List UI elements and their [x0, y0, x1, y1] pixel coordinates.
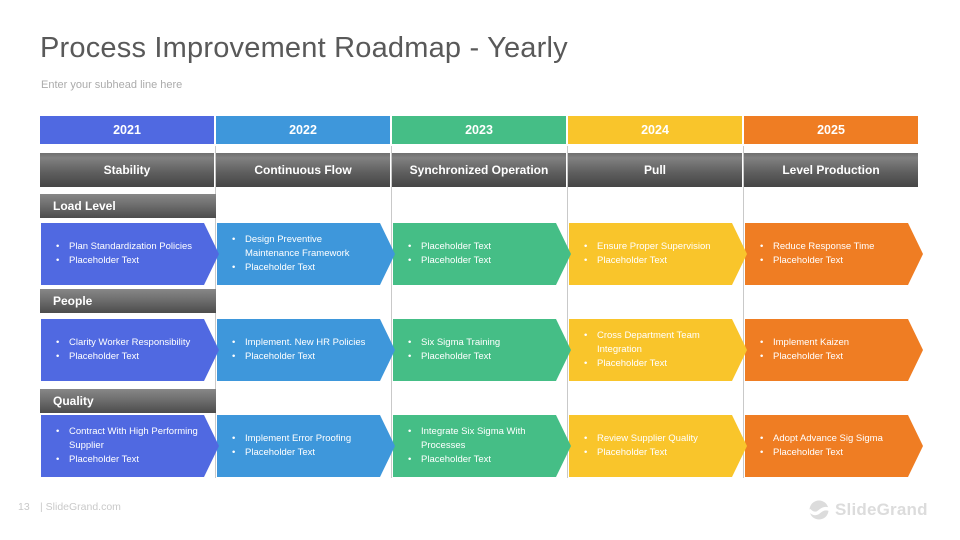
phase-header-synchronized-operation[interactable]: Synchronized Operation: [392, 153, 566, 187]
year-header-2023[interactable]: 2023: [392, 116, 566, 144]
list-item: Reduce Response Time: [758, 240, 874, 254]
list-item: Ensure Proper Supervision: [582, 240, 711, 254]
year-header-2024[interactable]: 2024: [568, 116, 742, 144]
list-item: Adopt Advance Sig Sigma: [758, 432, 883, 446]
list-item: Plan Standardization Policies: [54, 240, 192, 254]
cell-quality-2025[interactable]: Adopt Advance Sig SigmaPlaceholder Text: [745, 415, 923, 477]
cell-people-2025[interactable]: Implement KaizenPlaceholder Text: [745, 319, 923, 381]
list-item: Placeholder Text: [582, 446, 698, 460]
cell-people-2022[interactable]: Implement. New HR PoliciesPlaceholder Te…: [217, 319, 395, 381]
list-item: Implement Kaizen: [758, 336, 849, 350]
list-item: Integrate Six Sigma With Processes: [406, 425, 550, 453]
cell-quality-2021[interactable]: Contract With High Performing SupplierPl…: [41, 415, 219, 477]
list-item: Contract With High Performing Supplier: [54, 425, 198, 453]
slide-title: Process Improvement Roadmap - Yearly: [40, 32, 568, 64]
slidegrand-logo-text: SlideGrand: [835, 500, 928, 519]
cell-load-level-2021[interactable]: Plan Standardization PoliciesPlaceholder…: [41, 223, 219, 285]
cell-people-2021[interactable]: Clarity Worker ResponsibilityPlaceholder…: [41, 319, 219, 381]
phase-header-level-production[interactable]: Level Production: [744, 153, 918, 187]
year-header-2022[interactable]: 2022: [216, 116, 390, 144]
list-item: Placeholder Text: [758, 350, 849, 364]
phase-header-pull[interactable]: Pull: [568, 153, 742, 187]
column-separator: [743, 146, 744, 478]
list-item: Review Supplier Quality: [582, 432, 698, 446]
list-item: Placeholder Text: [230, 261, 374, 275]
cell-load-level-2023[interactable]: Placeholder TextPlaceholder Text: [393, 223, 571, 285]
column-separator: [391, 146, 392, 478]
cell-people-2023[interactable]: Six Sigma TrainingPlaceholder Text: [393, 319, 571, 381]
cell-load-level-2025[interactable]: Reduce Response TimePlaceholder Text: [745, 223, 923, 285]
category-bar-quality[interactable]: Quality: [40, 389, 216, 413]
category-bar-load-level[interactable]: Load Level: [40, 194, 216, 218]
slide-subhead: Enter your subhead line here: [41, 79, 183, 91]
list-item: Placeholder Text: [54, 254, 192, 268]
list-item: Placeholder Text: [406, 350, 500, 364]
list-item: Placeholder Text: [54, 453, 198, 467]
list-item: Placeholder Text: [758, 446, 883, 460]
list-item: Cross Department Team Integration: [582, 329, 726, 357]
list-item: Placeholder Text: [54, 350, 190, 364]
list-item: Placeholder Text: [582, 254, 711, 268]
cell-load-level-2024[interactable]: Ensure Proper SupervisionPlaceholder Tex…: [569, 223, 747, 285]
cell-quality-2022[interactable]: Implement Error ProofingPlaceholder Text: [217, 415, 395, 477]
phase-header-continuous-flow[interactable]: Continuous Flow: [216, 153, 390, 187]
category-bar-people[interactable]: People: [40, 289, 216, 313]
cell-people-2024[interactable]: Cross Department Team IntegrationPlaceho…: [569, 319, 747, 381]
list-item: Placeholder Text: [406, 254, 491, 268]
page-number: 13: [18, 501, 30, 513]
list-item: Placeholder Text: [758, 254, 874, 268]
slidegrand-logo-icon: [808, 499, 830, 521]
list-item: Six Sigma Training: [406, 336, 500, 350]
list-item: Placeholder Text: [230, 350, 365, 364]
cell-quality-2023[interactable]: Integrate Six Sigma With ProcessesPlaceh…: [393, 415, 571, 477]
list-item: Design Preventive Maintenance Framework: [230, 233, 374, 261]
cell-load-level-2022[interactable]: Design Preventive Maintenance FrameworkP…: [217, 223, 395, 285]
list-item: Implement. New HR Policies: [230, 336, 365, 350]
list-item: Placeholder Text: [406, 240, 491, 254]
roadmap-table: 2021 2022 2023 2024 2025 Stability Conti…: [40, 116, 922, 478]
year-header-2025[interactable]: 2025: [744, 116, 918, 144]
list-item: Placeholder Text: [582, 357, 726, 371]
cell-quality-2024[interactable]: Review Supplier QualityPlaceholder Text: [569, 415, 747, 477]
list-item: Implement Error Proofing: [230, 432, 351, 446]
column-separator: [567, 146, 568, 478]
list-item: Clarity Worker Responsibility: [54, 336, 190, 350]
slidegrand-logo: SlideGrand: [808, 499, 928, 521]
year-header-2021[interactable]: 2021: [40, 116, 214, 144]
list-item: Placeholder Text: [230, 446, 351, 460]
list-item: Placeholder Text: [406, 453, 550, 467]
phase-header-stability[interactable]: Stability: [40, 153, 214, 187]
footer-site-link: | SlideGrand.com: [40, 501, 121, 513]
